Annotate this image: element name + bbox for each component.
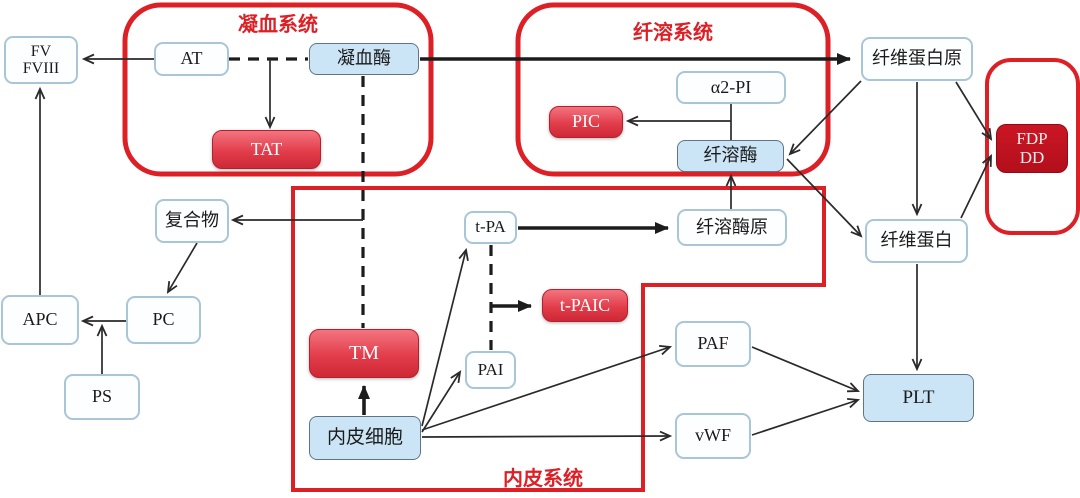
- dashed-lines: [229, 57, 493, 350]
- node-pai: PAI: [465, 351, 516, 389]
- coagulation-group-title: 凝血系统: [238, 14, 318, 36]
- arrow-endo-to-pai: [421, 370, 462, 433]
- node-fv-fviii-line1: FV: [30, 42, 52, 60]
- node-at: AT: [154, 42, 229, 76]
- node-fv-fviii: FV FVIII: [4, 36, 78, 84]
- node-tat: TAT: [212, 130, 321, 169]
- node-tpa: t-PA: [464, 211, 517, 244]
- node-pic: PIC: [549, 106, 623, 138]
- node-tm: TM: [309, 329, 419, 378]
- endothelial-group-title: 内皮系统: [503, 468, 583, 490]
- fdp-dd-group-outline: [985, 58, 1080, 235]
- arrow-plasmin-to-fibrin: [786, 158, 863, 238]
- node-fv-fviii-line2: FVIII: [22, 60, 60, 77]
- arrow-complex-to-pc: [166, 242, 198, 294]
- node-paf: PAF: [675, 321, 751, 367]
- arrow-paf-to-plt: [751, 346, 861, 393]
- thick-arrows: [358, 53, 851, 415]
- arrow-fibrin-to-fdp: [960, 154, 992, 219]
- node-a2pi: α2-PI: [676, 71, 786, 104]
- node-plasminogen: 纤溶酶原: [677, 209, 787, 246]
- arrow-fibrinogen-to-fdp: [955, 81, 993, 141]
- node-plt: PLT: [863, 374, 974, 422]
- thin-arrows: [34, 53, 993, 442]
- node-ps: PS: [64, 374, 140, 420]
- node-apc: APC: [1, 295, 79, 345]
- fibrinolysis-group-outline: [515, 2, 831, 177]
- node-thrombin: 凝血酶: [309, 43, 419, 75]
- node-fdp-dd: FDP DD: [996, 124, 1068, 173]
- arrow-endo-to-tpa: [421, 247, 469, 427]
- arrow-fibrinogen-to-plasmin: [788, 80, 862, 156]
- endothelial-group-outline: [291, 186, 826, 492]
- arrow-endo-to-paf: [421, 345, 673, 431]
- node-pc: PC: [126, 296, 201, 344]
- arrow-vwf-to-plt: [751, 397, 861, 436]
- node-fibrinogen: 纤维蛋白原: [861, 37, 973, 81]
- node-fdp-line2: DD: [1019, 147, 1045, 167]
- node-fibrin: 纤维蛋白: [865, 219, 968, 263]
- coagulation-group-outline: [122, 2, 434, 177]
- node-plasmin: 纤溶酶: [677, 140, 784, 172]
- node-fdp-line1: FDP: [1016, 129, 1048, 149]
- node-complex: 复合物: [155, 199, 229, 243]
- node-endothelial-cell: 内皮细胞: [309, 416, 421, 460]
- arrow-endo-to-vwf: [421, 430, 673, 442]
- fibrinolysis-group-title: 纤溶系统: [633, 22, 713, 44]
- node-vwf: vWF: [675, 413, 751, 459]
- node-tpaic: t-PAIC: [542, 289, 628, 322]
